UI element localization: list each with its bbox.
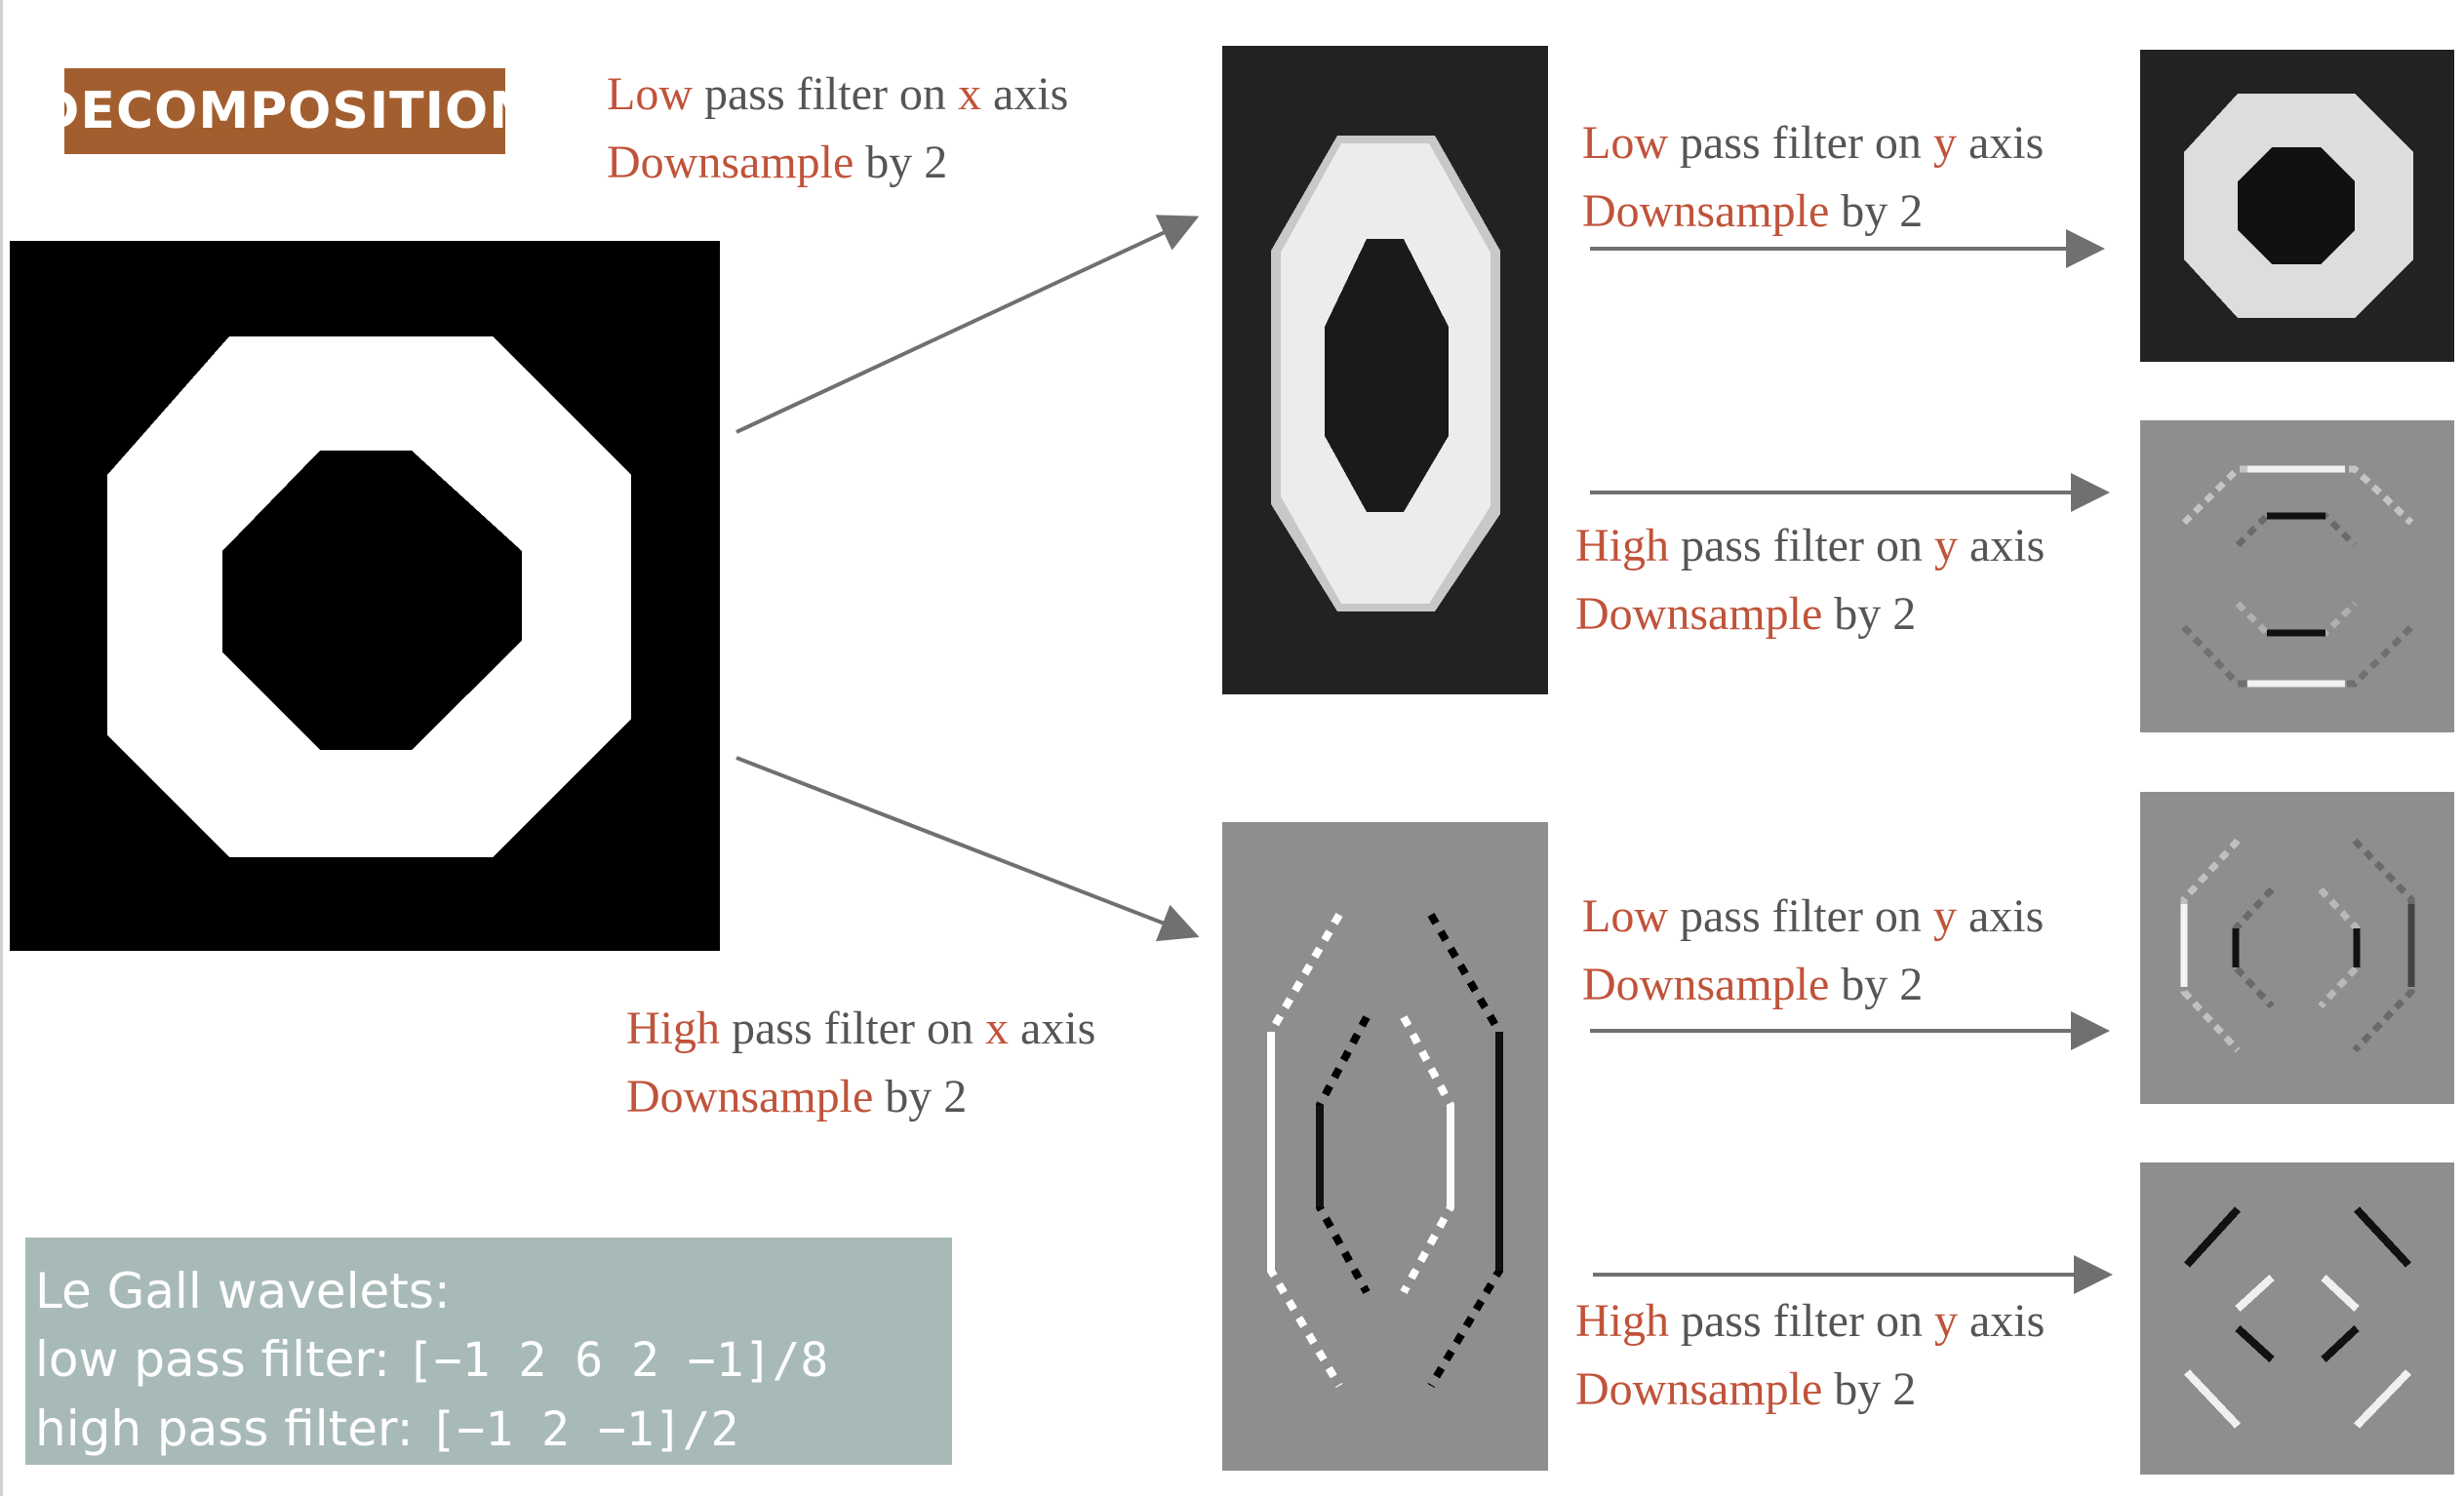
arrow-to-lowpass-x xyxy=(735,215,1200,434)
arrow-to-highpass-x xyxy=(735,756,1200,942)
caption-high-low: Low pass filter on y axis Downsample by … xyxy=(1582,890,2045,1010)
lowpass-x-image xyxy=(1222,46,1548,694)
caption-low-high: High pass filter on y axis Downsample by… xyxy=(1575,520,2046,640)
original-image xyxy=(10,241,720,951)
caption-low-low: Low pass filter on y axis Downsample by … xyxy=(1582,117,2045,237)
left-edge-rule xyxy=(0,0,3,1496)
le-gall-info-box: Le Gall wavelets: low pass filter: [−1 2… xyxy=(25,1238,952,1465)
high-high-image xyxy=(2140,1162,2454,1475)
info-low-pass-row: low pass filter: [−1 2 6 2 −1]/8 xyxy=(35,1325,952,1395)
info-title: Le Gall wavelets: xyxy=(35,1263,451,1319)
caption-high-high: High pass filter on y axis Downsample by… xyxy=(1575,1295,2046,1415)
low-low-image xyxy=(2140,50,2454,362)
info-high-pass-row: high pass filter: [−1 2 −1]/2 xyxy=(35,1395,952,1464)
high-low-image xyxy=(2140,792,2454,1104)
high-pass-label: high pass filter: xyxy=(35,1400,429,1457)
low-high-image xyxy=(2140,420,2454,732)
decomposition-badge: DECOMPOSITION xyxy=(37,68,532,154)
caption-lowpass-x: Low pass filter on x axis Downsample by … xyxy=(607,68,1069,188)
caption-highpass-x: High pass filter on x axis Downsample by… xyxy=(626,1003,1096,1122)
highpass-x-image xyxy=(1222,822,1548,1471)
low-pass-label: low pass filter: xyxy=(35,1331,406,1388)
high-pass-value: [−1 2 −1]/2 xyxy=(428,1402,739,1457)
low-pass-value: [−1 2 6 2 −1]/8 xyxy=(405,1333,829,1388)
